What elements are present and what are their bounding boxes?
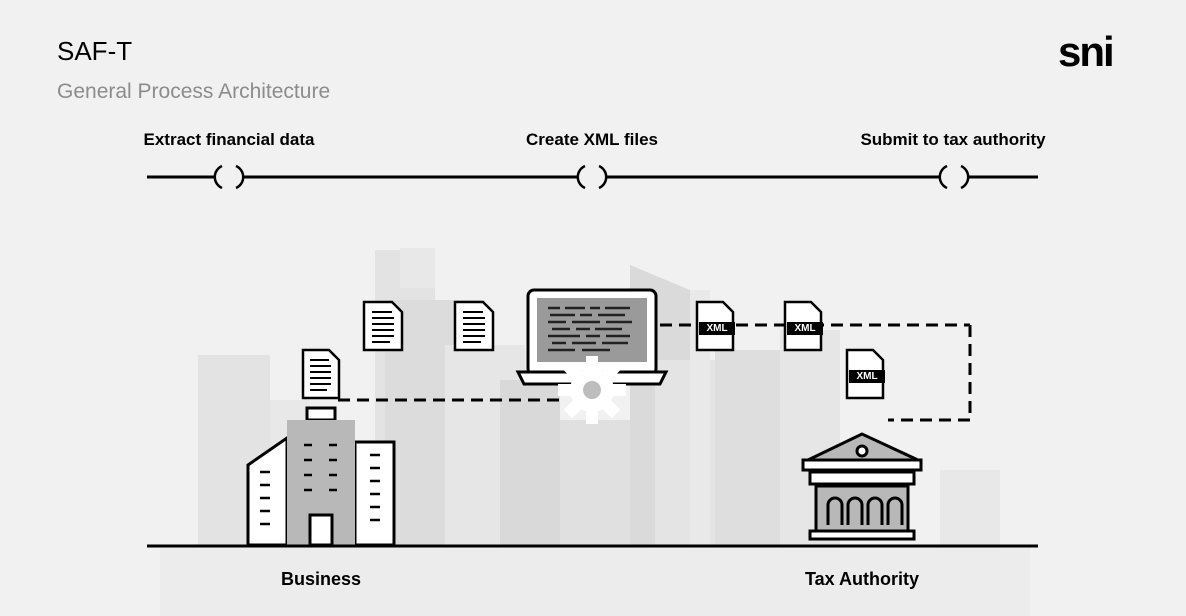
laptop-icon [515, 288, 669, 386]
step-extract-label: Extract financial data [143, 130, 315, 149]
code-lines [548, 306, 632, 352]
tax-authority-building-icon [801, 432, 923, 541]
step-submit-label: Submit to tax authority [860, 130, 1046, 149]
document-icon [301, 348, 341, 400]
xml-file-icon [783, 300, 823, 352]
step-create-xml-label: Create XML files [526, 130, 658, 149]
xml-file-tag: XML [856, 371, 877, 382]
gear-icon [558, 356, 626, 424]
timeline-node-create [576, 164, 608, 190]
xml-file-tag: XML [706, 323, 727, 334]
tax-authority-label: Tax Authority [804, 569, 920, 589]
page-subtitle: General Process Architecture [57, 80, 331, 103]
timeline-node-extract [213, 164, 245, 190]
document-icon [362, 300, 404, 352]
xml-file-tag: XML [794, 323, 815, 334]
xml-file-icon [695, 300, 735, 352]
business-building-icon [246, 406, 396, 547]
page-title: SAF-T [57, 36, 133, 66]
brand-logo: sni [1058, 28, 1115, 75]
business-label: Business [280, 569, 362, 589]
city-skyline-background [160, 248, 1030, 616]
timeline-node-submit [938, 164, 970, 190]
xml-file-icon [845, 348, 885, 400]
document-icon [453, 300, 495, 352]
